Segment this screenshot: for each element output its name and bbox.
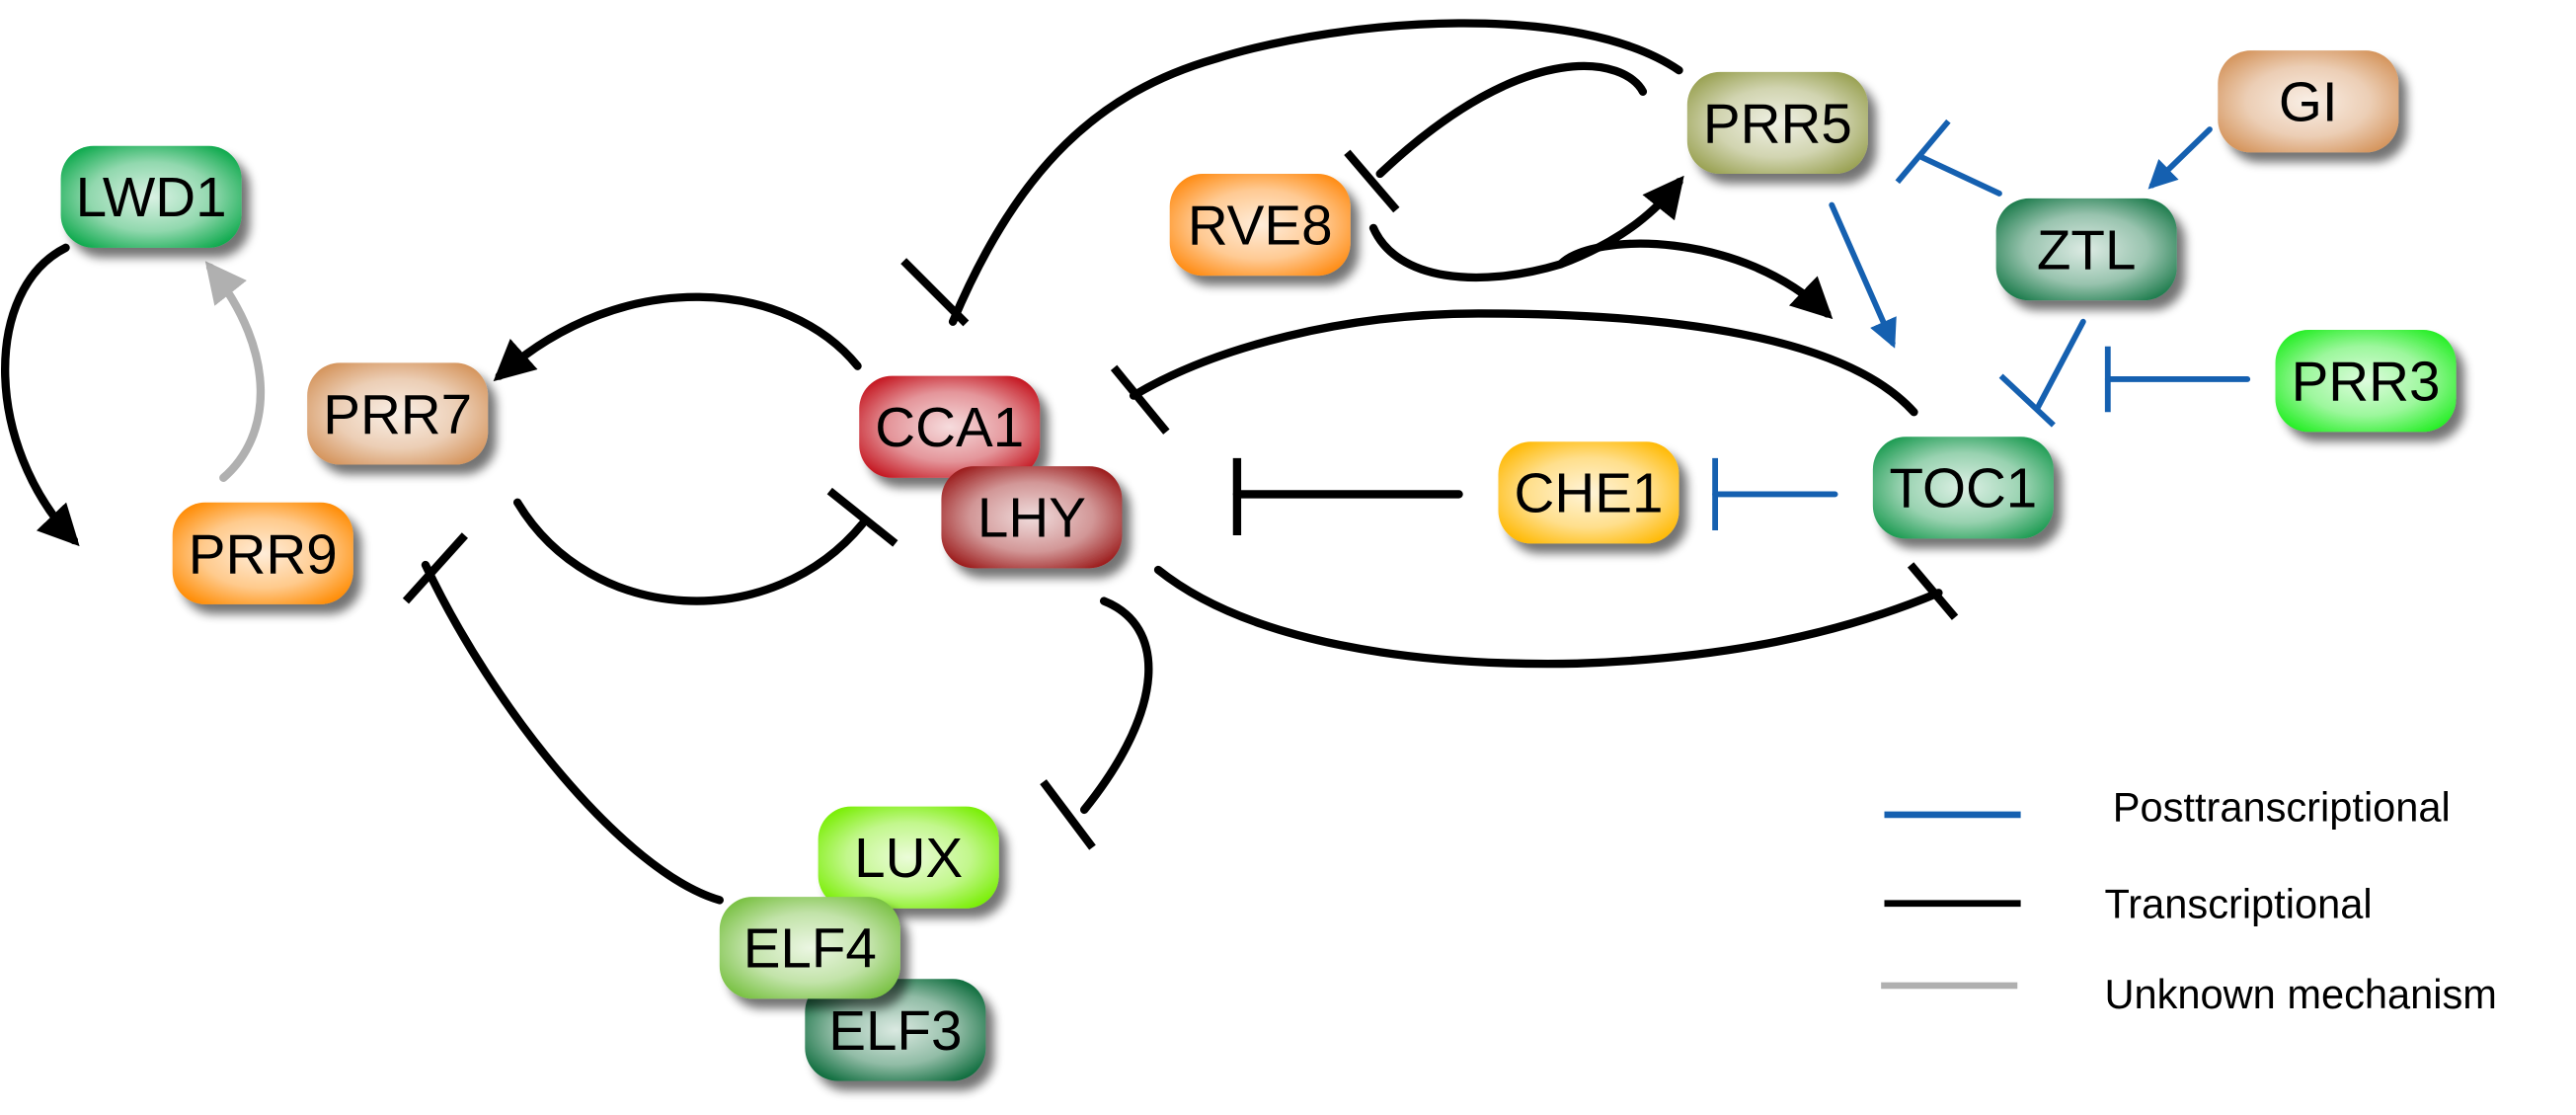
node-label: PRR9 [189,522,338,585]
edge-lwd1-activation-prr9 [1,243,80,547]
edge-prr5-repression-cca1 [900,19,1683,327]
node-che1: CHE1 [1498,441,1679,544]
repression-bar-icon [1040,779,1096,850]
legend-item-unknown: Unknown mechanism [1881,971,2497,1017]
node-label: CCA1 [875,396,1024,458]
activation-arrow [493,292,862,382]
repression-line [948,19,1683,326]
edge-prr5-repression-rve8 [1344,61,1648,213]
node-prr9: PRR9 [172,502,353,604]
node-box [1169,173,1351,277]
node-label: LWD1 [76,166,227,228]
node-label: LHY [977,487,1086,549]
edge-ztl-repression-prr5 [1895,119,2002,197]
repression-line [1918,154,2002,197]
node-box [172,502,353,604]
node-lhy: LHY [941,466,1123,569]
node-label: ELF3 [828,999,962,1062]
node-box [60,145,242,248]
node-label: LUX [854,827,963,889]
activation-arrow [1829,201,1897,349]
node-box [2275,330,2457,433]
node-label: RVE8 [1188,195,1333,257]
edge-prr9-activation-lwd1 [204,261,266,482]
edge-ztl-repression-toc1 [1998,318,2086,428]
node-cca1: CCA1 [859,375,1041,478]
repression-bar-icon [1895,119,1951,185]
edge-rve8-activation-prr5 [1368,175,1684,282]
legend-label-transcriptional: Transcriptional [2104,881,2372,927]
node-label: PRR5 [1703,92,1852,154]
node-lwd1: LWD1 [60,145,242,248]
node-toc1: TOC1 [1872,437,2054,539]
node-box [1686,71,1868,174]
edge-toc1-repression-cca1 [1110,309,1918,435]
edge-lhy-repression-toc1 [1153,562,1959,669]
activation-arrow [1556,239,1834,320]
edge-lhy-repression-lux [1040,597,1153,850]
node-elf4: ELF4 [719,897,900,999]
repression-line [512,498,867,605]
node-box [1498,441,1679,544]
legend-label-posttranscriptional: Posttranscriptional [2113,784,2451,831]
node-box [818,806,999,909]
edge-toc1-repression-che1 [1712,457,1838,531]
edge-cca1-activation-prr7 [493,292,862,382]
legend-item-transcriptional: Transcriptional [1884,881,2373,927]
node-label: CHE1 [1515,462,1664,524]
activation-arrow [1368,175,1684,282]
node-lux: LUX [818,806,999,909]
activation-arrow [2147,126,2213,190]
edge-prr3-repression-toc1 [2104,346,2251,413]
node-rve8: RVE8 [1169,173,1351,277]
node-box [307,362,489,465]
edge-gi-activation-ztl [2147,126,2213,190]
repression-line [1080,597,1153,815]
repression-bar-icon [1907,562,1959,620]
node-ztl: ZTL [1995,198,2177,301]
node-label: TOC1 [1889,457,2037,519]
repression-bar-icon [402,532,468,604]
repression-line [1375,61,1648,179]
node-gi: GI [2218,50,2399,153]
repression-bar-icon [900,258,970,327]
node-elf3: ELF3 [805,979,986,1081]
node-box [941,466,1123,569]
repression-line [421,560,724,905]
repression-line [1153,565,1943,669]
repression-line [1129,309,1918,417]
node-box [1995,198,2177,301]
activation-arrow [204,261,266,482]
node-box [859,375,1041,478]
legend: Posttranscriptional Transcriptional Unkn… [1881,784,2497,1017]
node-prr7: PRR7 [307,362,489,465]
node-label: PRR3 [2292,351,2441,413]
node-label: PRR7 [323,383,472,445]
edge-rve8-activation-toc1 [1556,239,1834,320]
node-label: ZTL [2037,218,2137,280]
edge-prr7-repression-cca1 [512,487,898,605]
edges-layer [1,19,2251,905]
repression-bar-icon [1110,364,1170,435]
repression-bar-icon [1998,373,2056,428]
edge-elf4-repression-prr7 [402,532,724,905]
activation-arrow [1,243,80,547]
node-prr3: PRR3 [2275,330,2457,433]
repression-bar-icon [826,487,898,547]
node-box [805,979,986,1081]
node-box [2218,50,2399,153]
edge-che1-repression-lhy [1232,457,1463,536]
node-prr5: PRR5 [1686,71,1868,174]
legend-item-posttranscriptional: Posttranscriptional [1884,784,2451,831]
edge-prr5-activation-toc1 [1829,201,1897,349]
legend-label-unknown: Unknown mechanism [2104,971,2496,1017]
repression-line [2034,318,2086,412]
node-label: GI [2279,71,2338,133]
node-box [719,897,900,999]
repression-bar-icon [1344,149,1400,213]
node-box [1872,437,2054,539]
node-label: ELF4 [743,917,877,980]
